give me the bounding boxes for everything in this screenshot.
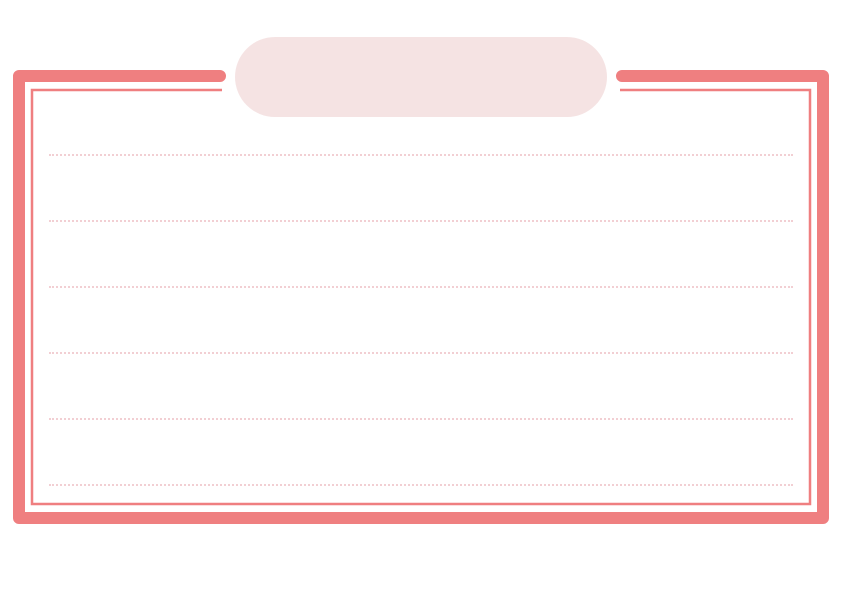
writing-line-6[interactable]	[49, 484, 793, 486]
writing-line-3[interactable]	[49, 286, 793, 288]
writing-line-5[interactable]	[49, 418, 793, 420]
title-banner[interactable]	[235, 37, 607, 117]
writing-line-2[interactable]	[49, 220, 793, 222]
writing-line-4[interactable]	[49, 352, 793, 354]
writing-lines-area[interactable]	[49, 154, 793, 494]
inner-frame-border	[30, 88, 812, 506]
outer-frame-border	[13, 70, 829, 524]
writing-line-1[interactable]	[49, 154, 793, 156]
